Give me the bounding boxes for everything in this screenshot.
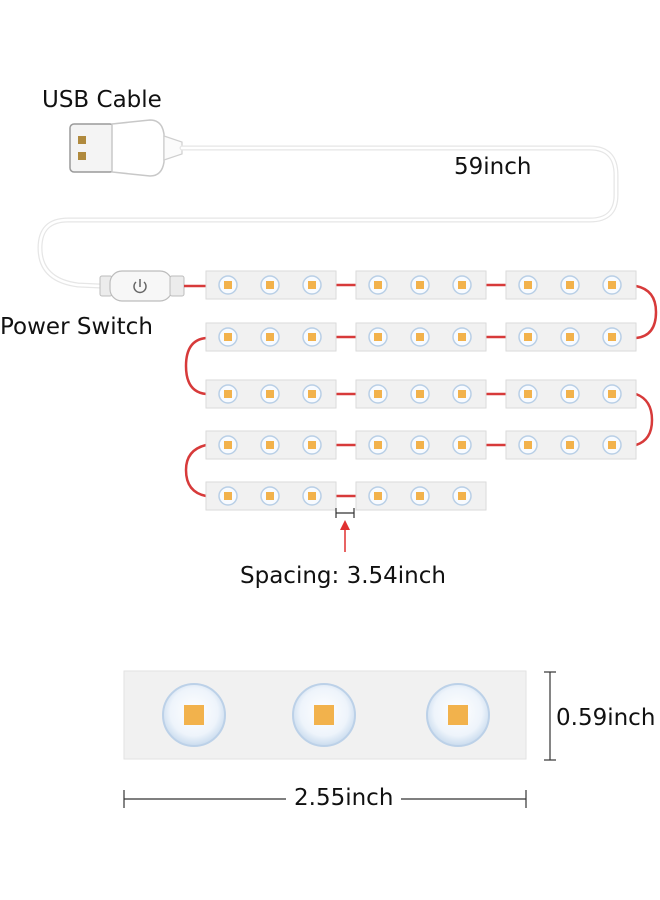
led-chip — [266, 390, 274, 398]
strip-wires — [184, 284, 658, 498]
led-chip — [458, 333, 466, 341]
led-chip — [308, 390, 316, 398]
led-chip — [524, 281, 532, 289]
led-chip — [224, 441, 232, 449]
led-chip — [608, 441, 616, 449]
led-chip — [524, 333, 532, 341]
detail-led-3 — [426, 683, 490, 747]
led-chip — [566, 441, 574, 449]
led-chip — [458, 492, 466, 500]
led-chip — [524, 390, 532, 398]
led-chip — [566, 281, 574, 289]
led-chip — [266, 441, 274, 449]
power-switch — [99, 270, 185, 302]
led-chip — [608, 333, 616, 341]
usb-cable-label: USB Cable — [42, 87, 162, 113]
spacing-marker — [335, 508, 355, 552]
spacing-label: Spacing: 3.54inch — [240, 563, 446, 589]
led-chip — [458, 441, 466, 449]
led-chip — [458, 281, 466, 289]
led-chip — [266, 492, 274, 500]
usb-plug-icon — [69, 119, 183, 177]
led-chip — [308, 441, 316, 449]
led-chip — [566, 390, 574, 398]
led-chip — [416, 281, 424, 289]
led-chip — [224, 492, 232, 500]
led-chip — [308, 492, 316, 500]
led-chip — [308, 281, 316, 289]
led-modules — [205, 270, 637, 511]
led-chip — [224, 390, 232, 398]
led-chip — [566, 333, 574, 341]
led-chip — [308, 333, 316, 341]
led-chip — [266, 281, 274, 289]
led-chip — [416, 492, 424, 500]
led-chip — [458, 390, 466, 398]
led-chip — [374, 441, 382, 449]
led-chip — [416, 441, 424, 449]
led-chip — [608, 390, 616, 398]
module-width-label: 2.55inch — [286, 787, 402, 810]
led-chip — [524, 441, 532, 449]
detail-led-2 — [292, 683, 356, 747]
led-chip — [224, 281, 232, 289]
module-height-label: 0.59inch — [556, 705, 656, 731]
led-chip — [416, 333, 424, 341]
led-chip — [266, 333, 274, 341]
led-chip — [374, 333, 382, 341]
power-icon — [133, 279, 147, 294]
led-chip — [374, 390, 382, 398]
height-dimension — [544, 671, 556, 761]
cable-length-label: 59inch — [454, 154, 532, 180]
led-chip — [224, 333, 232, 341]
led-chip — [416, 390, 424, 398]
led-chip — [608, 281, 616, 289]
detail-led-1 — [162, 683, 226, 747]
module-detail — [123, 670, 527, 760]
led-chip — [374, 281, 382, 289]
led-chip — [374, 492, 382, 500]
power-switch-label: Power Switch — [0, 314, 153, 340]
